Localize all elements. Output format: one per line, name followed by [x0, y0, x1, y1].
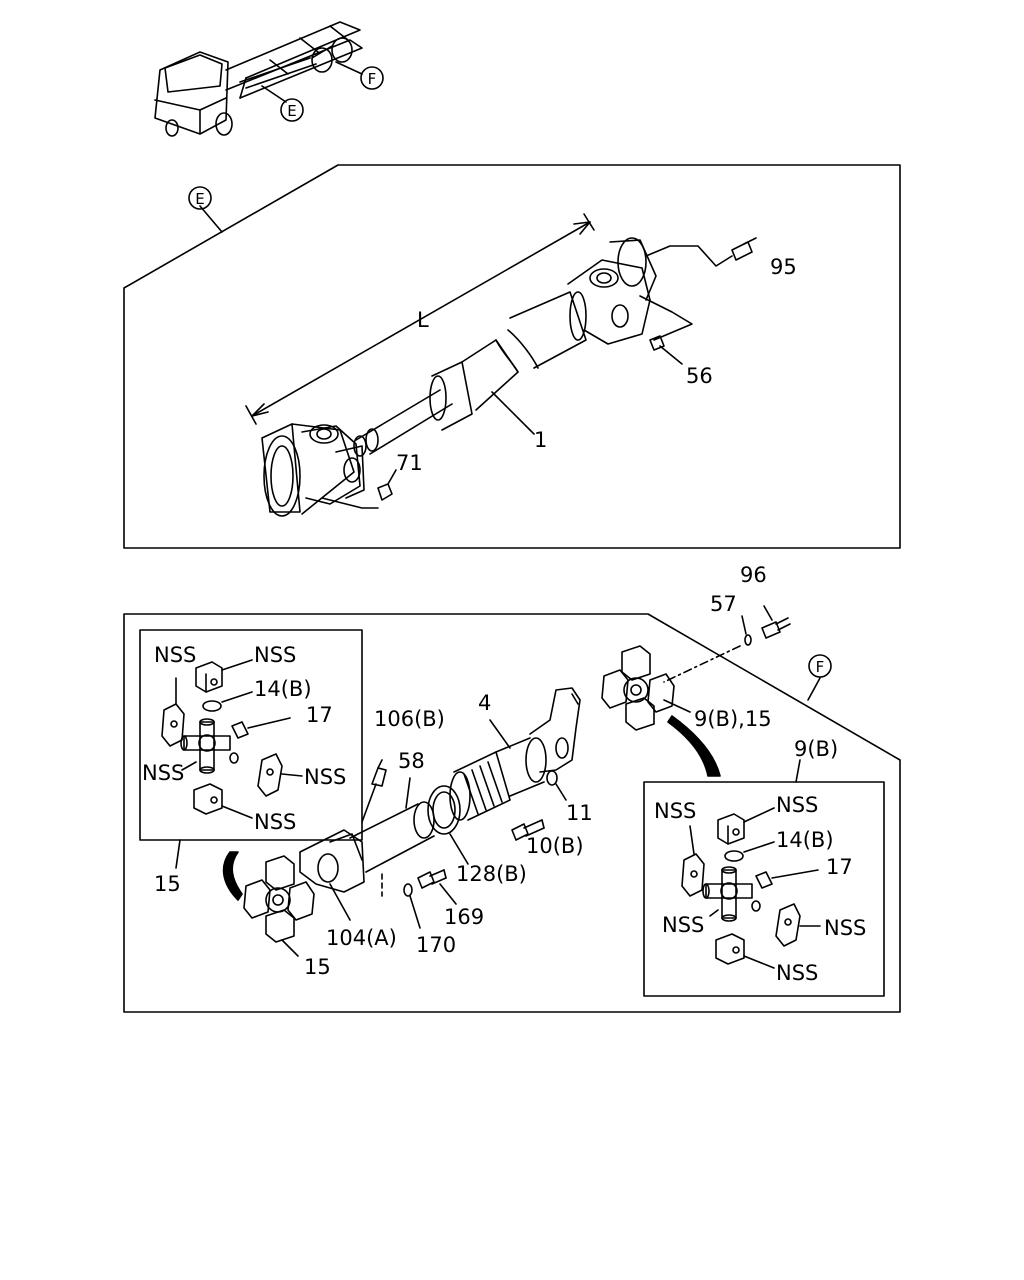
label-169: 169: [444, 905, 484, 929]
leader-128b: [450, 834, 468, 864]
left-kit-label-nss-3: NSS: [142, 761, 184, 785]
label-58: 58: [398, 749, 425, 773]
label-56: 56: [686, 364, 713, 388]
right-kit-parts: [682, 808, 820, 968]
label-9b-15: 9(B),15: [694, 707, 772, 731]
label-11: 11: [566, 801, 593, 825]
leader-58: [406, 778, 410, 808]
washer-11: [547, 771, 566, 800]
dimension-line-l: [246, 214, 594, 424]
left-assembly-arrow: [224, 852, 242, 900]
upper-panel-frame: [124, 165, 900, 548]
label-57: 57: [710, 592, 737, 616]
svg-text:E: E: [287, 102, 296, 120]
centerline-f: [664, 646, 740, 682]
right-kit-label-nss-4: NSS: [824, 916, 866, 940]
label-104a: 104(A): [326, 926, 397, 950]
lower-panel-leader: [808, 678, 820, 700]
right-kit-label-nss-5: NSS: [776, 961, 818, 985]
label-96: 96: [740, 563, 767, 587]
bolt-95: [646, 238, 756, 266]
label-95: 95: [770, 255, 797, 279]
grease-fitting-106b: [362, 760, 386, 822]
label-128b: 128(B): [456, 862, 527, 886]
bolt-96: [762, 606, 790, 638]
upper-panel-leader: [200, 206, 222, 232]
left-kit-label-nss-1: NSS: [154, 643, 196, 667]
left-kit-box: [140, 630, 362, 840]
right-kit-label-17: 17: [826, 855, 853, 879]
callout-e-thumb: E: [281, 99, 303, 121]
left-kit-label-17: 17: [306, 703, 333, 727]
left-kit-label-14b: 14(B): [254, 677, 312, 701]
right-kit-label-14b: 14(B): [776, 828, 834, 852]
left-kit-leader: [176, 840, 180, 868]
propeller-shaft-1: [262, 238, 656, 516]
dimension-label: L: [417, 308, 429, 332]
bolt-10b: [512, 820, 544, 840]
truck-locator-illustration: [155, 22, 362, 136]
label-1: 1: [534, 428, 547, 452]
left-kit-label-nss-2: NSS: [254, 643, 296, 667]
callout-f-thumb: F: [361, 67, 383, 89]
leader-1: [492, 392, 534, 434]
svg-text:E: E: [195, 190, 204, 208]
callout-e-panel: E: [189, 187, 211, 209]
right-kit-leader: [796, 760, 800, 782]
right-kit-box: [644, 782, 884, 996]
label-106b: 106(B): [374, 707, 445, 731]
drive-shaft-4: [300, 688, 580, 892]
left-kit-label-nss-4: NSS: [304, 765, 346, 789]
bolt-169: [418, 870, 456, 904]
nut-71: [322, 470, 396, 508]
washer-57: [742, 616, 751, 645]
right-kit-label-nss-3: NSS: [662, 913, 704, 937]
svg-text:F: F: [368, 70, 377, 88]
right-assembly-arrow: [668, 716, 720, 776]
right-spider-assembly-9b-15: [602, 646, 690, 730]
label-10b: 10(B): [526, 834, 584, 858]
svg-text:F: F: [816, 658, 825, 676]
right-kit-label-nss-1: NSS: [654, 799, 696, 823]
left-spider-assembly-15: [244, 856, 314, 956]
lower-panel-frame: [124, 614, 900, 1012]
right-kit-label-nss-2: NSS: [776, 793, 818, 817]
nut-56: [640, 296, 692, 364]
label-9b: 9(B): [794, 737, 838, 761]
label-4: 4: [478, 691, 491, 715]
left-kit-parts: [162, 660, 302, 818]
label-15-a: 15: [154, 872, 181, 896]
label-15-b: 15: [304, 955, 331, 979]
leader-4: [490, 720, 510, 748]
washer-170: [404, 884, 420, 928]
centerline-dashed: [330, 874, 382, 920]
label-170: 170: [416, 933, 456, 957]
callout-f-panel: F: [809, 655, 831, 677]
left-kit-label-nss-5: NSS: [254, 810, 296, 834]
label-71: 71: [396, 451, 423, 475]
